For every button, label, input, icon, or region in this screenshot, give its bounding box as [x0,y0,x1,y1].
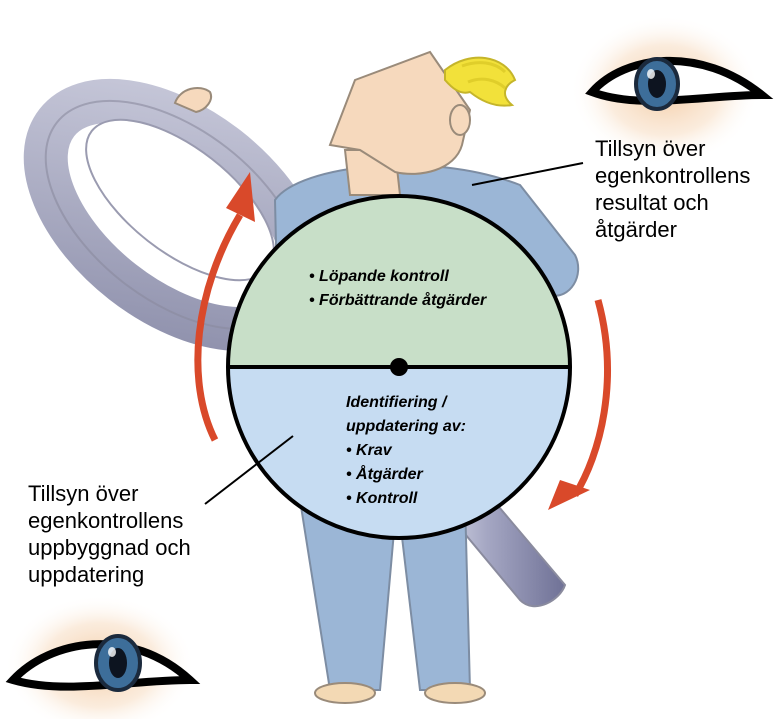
callout-bottom-left: Tillsyn över egenkontrollens uppbyggnad … [28,480,191,588]
callout-line: uppdatering [28,561,191,588]
callout-line: uppbyggnad och [28,534,191,561]
callout-line: Tillsyn över [28,480,191,507]
lower-half-list: Identifiering / uppdatering av: • Krav •… [346,391,466,511]
callout-line: Tillsyn över [595,135,750,162]
lower-item: • Kontroll [346,487,466,511]
callout-top-right: Tillsyn över egenkontrollens resultat oc… [595,135,750,243]
callout-line: resultat och [595,189,750,216]
callout-line-top [472,163,583,185]
lower-heading-line: Identifiering / [346,391,466,415]
upper-half-list: • Löpande kontroll • Förbättrande åtgärd… [309,265,486,313]
upper-item: • Löpande kontroll [309,265,486,289]
lower-heading-line: uppdatering av: [346,415,466,439]
lower-item: • Åtgärder [346,463,466,487]
callout-line: egenkontrollens [28,507,191,534]
eye-icon [5,595,195,719]
upper-item: • Förbättrande åtgärder [309,289,486,313]
callout-line: egenkontrollens [595,162,750,189]
callout-line: åtgärder [595,216,750,243]
lower-item: • Krav [346,439,466,463]
